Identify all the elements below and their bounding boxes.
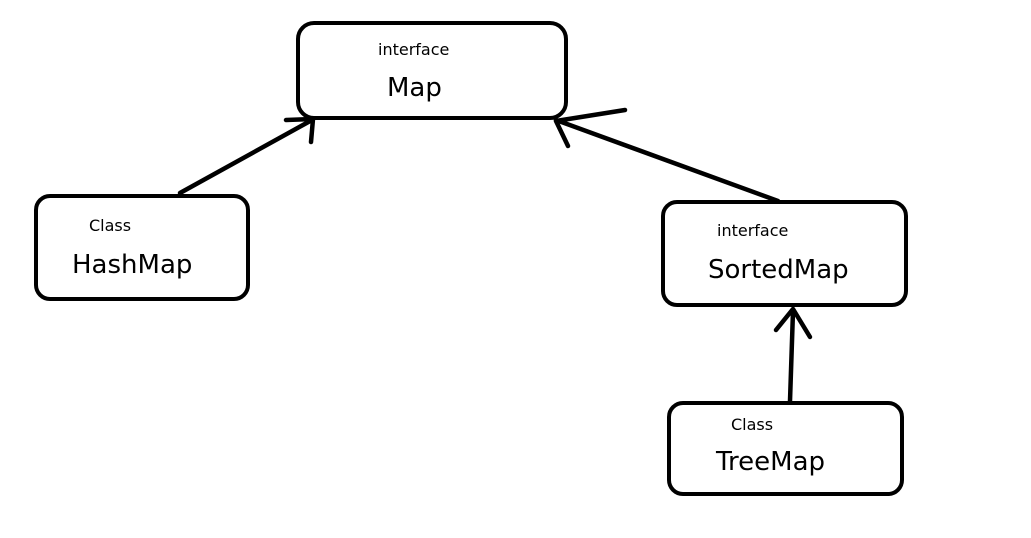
node-hashmap-name: HashMap [72,250,192,280]
node-map-name: Map [387,73,442,103]
arrow-hashmap-to-map-shaft [177,117,315,196]
node-sortedmap: interface SortedMap [661,200,908,307]
node-map-kind: interface [378,40,449,59]
node-map-box [296,21,568,120]
node-sortedmap-box [661,200,908,307]
node-hashmap-kind: Class [89,216,131,235]
arrow-treemap-to-sortedmap-head [773,306,813,340]
arrow-sortedmap-to-map-shaft [553,117,781,204]
node-map: interface Map [296,21,568,120]
arrow-hashmap-to-map [177,116,316,196]
node-sortedmap-name: SortedMap [708,255,849,285]
node-sortedmap-kind: interface [717,221,788,240]
arrow-hashmap-to-map-head [283,116,316,145]
arrow-sortedmap-to-map [553,107,781,204]
arrow-treemap-to-sortedmap-shaft [787,308,796,404]
node-treemap: Class TreeMap [667,401,904,496]
node-treemap-box [667,401,904,496]
arrow-treemap-to-sortedmap [773,306,813,404]
node-hashmap: Class HashMap [34,194,250,301]
node-hashmap-box [34,194,250,301]
arrow-sortedmap-to-map-head [553,107,628,149]
node-treemap-name: TreeMap [715,447,825,477]
node-treemap-kind: Class [731,415,773,434]
